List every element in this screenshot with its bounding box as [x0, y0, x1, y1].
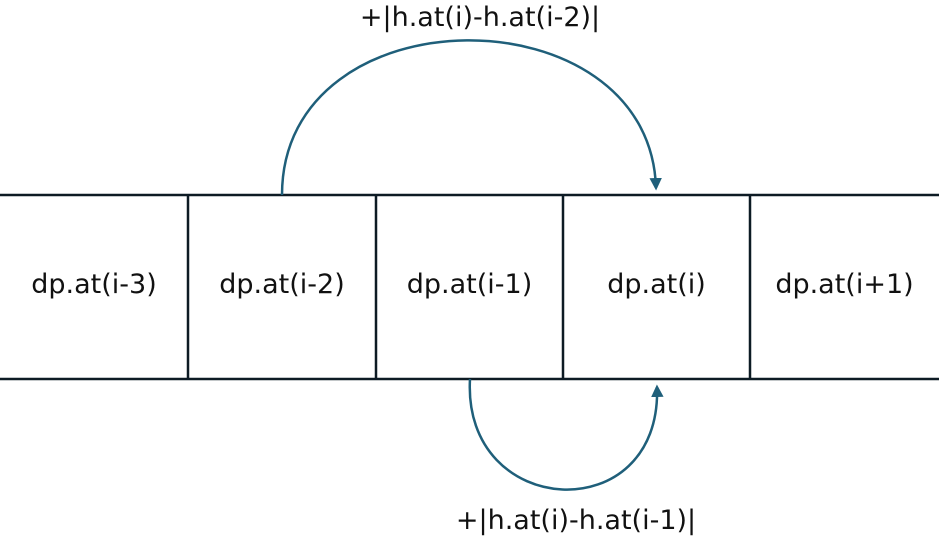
cell-dp-i: dp.at(i) [607, 269, 706, 300]
cell-dp-i-minus-3: dp.at(i-3) [31, 269, 157, 300]
cell-dp-i-minus-1: dp.at(i-1) [406, 269, 533, 300]
cell-dp-i-minus-2: dp.at(i-2) [219, 269, 345, 300]
cost-label-from-i-minus-1: +|h.at(i)-h.at(i-1)| [455, 505, 697, 536]
cost-label-from-i-minus-2: +|h.at(i)-h.at(i-2)| [359, 2, 601, 33]
arrow-i-minus-2-to-i [280, 39, 662, 196]
arrow-i-minus-1-to-i [468, 378, 664, 491]
cell-dp-i-plus-1: dp.at(i+1) [775, 269, 914, 300]
